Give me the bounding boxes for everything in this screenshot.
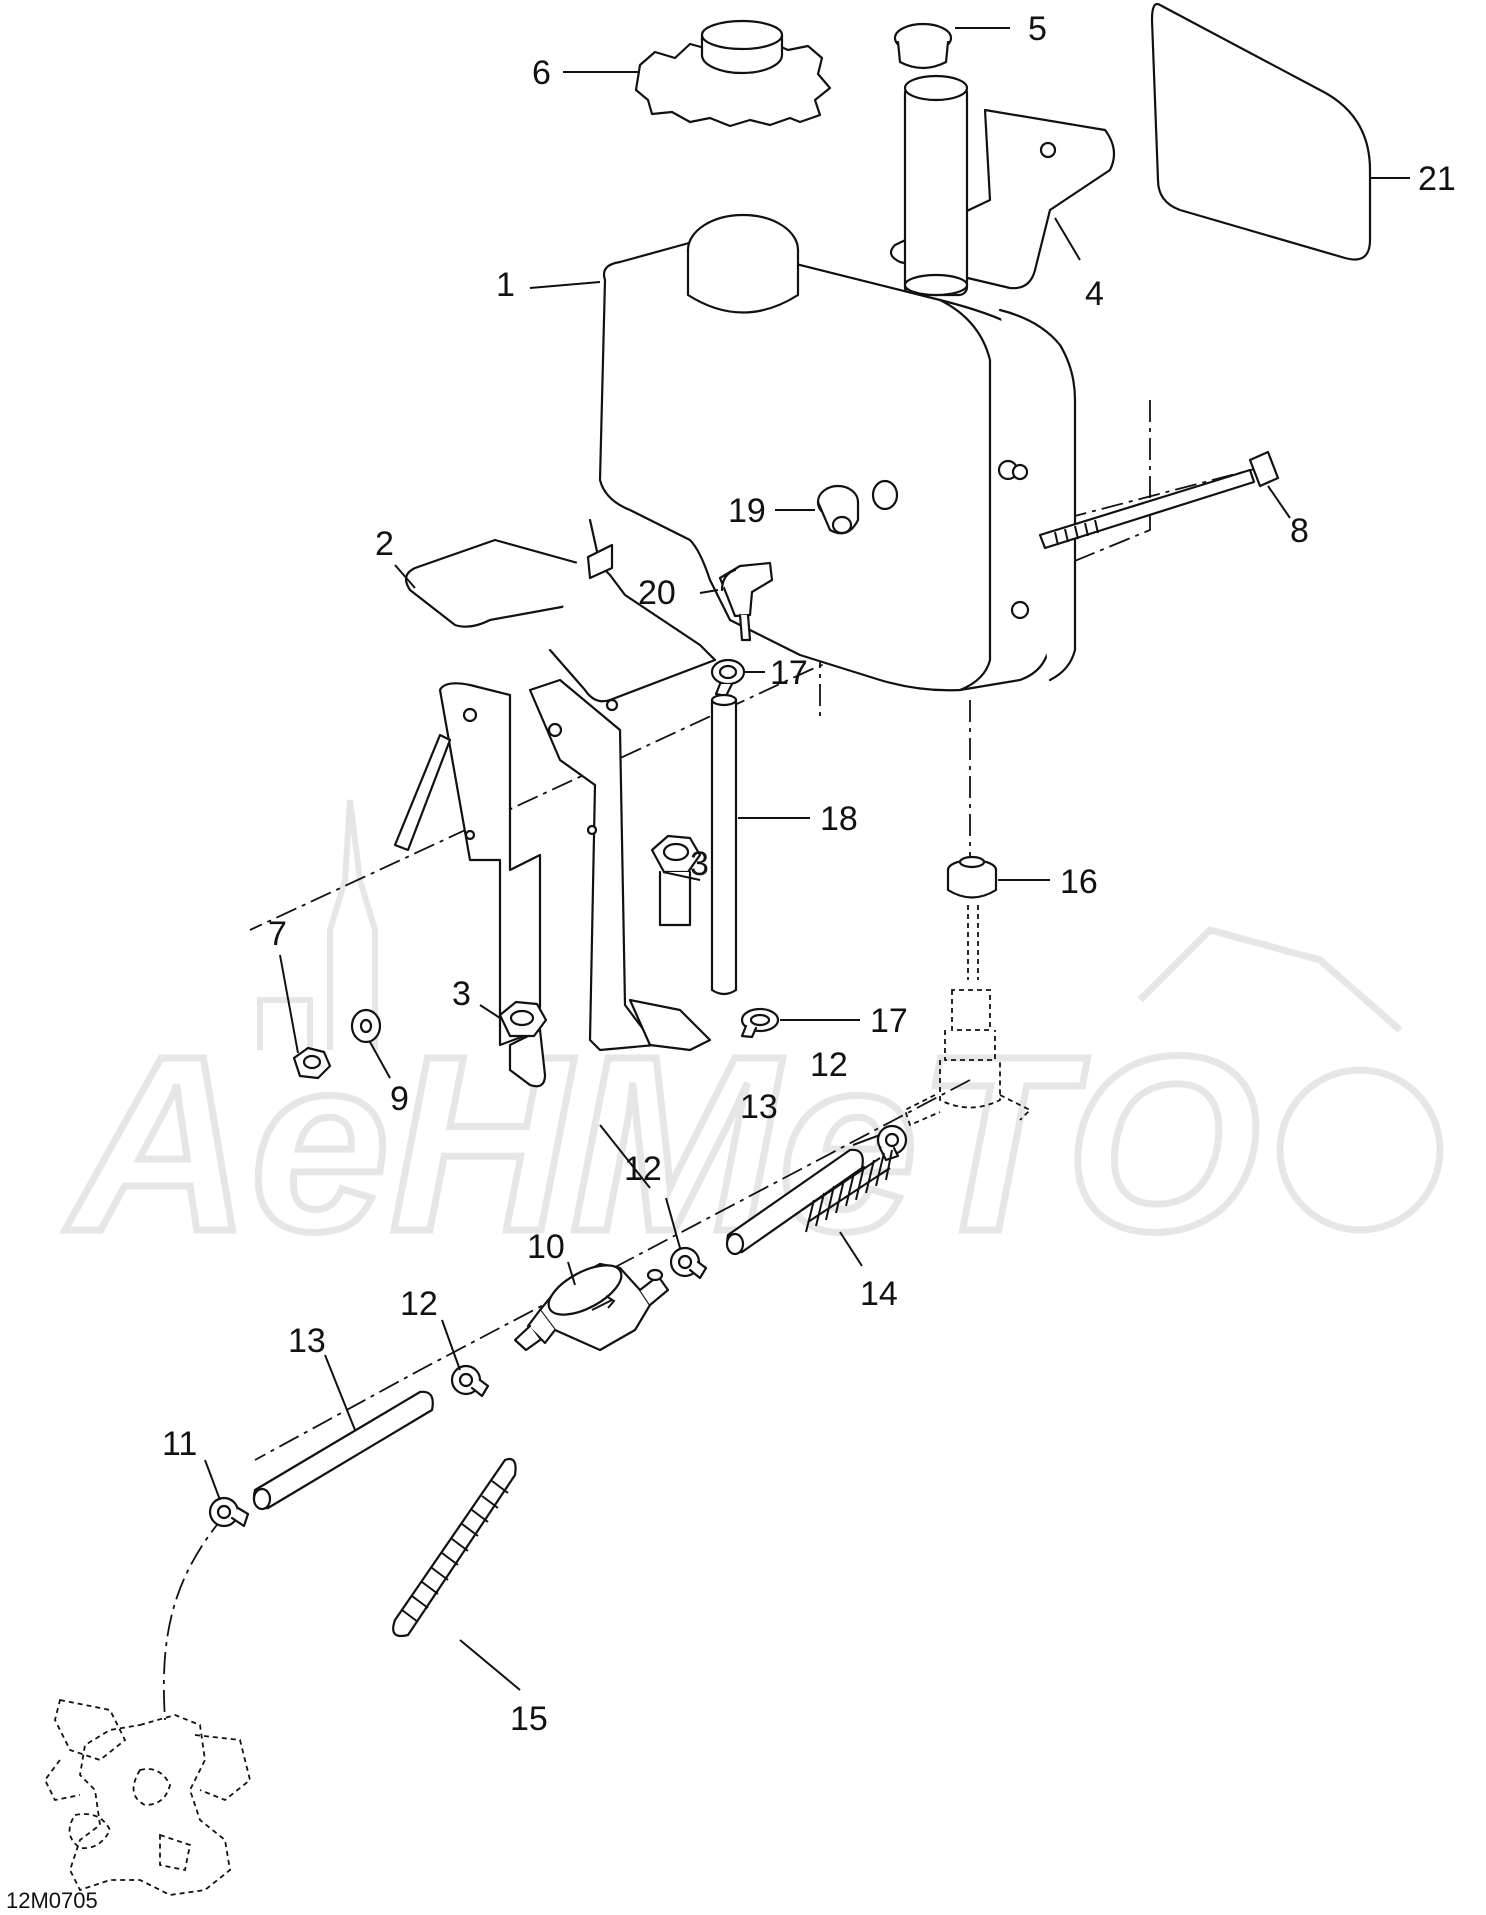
callout-9: 9 xyxy=(390,1080,409,1118)
callout-16: 16 xyxy=(1060,863,1098,901)
hose-clamp-11 xyxy=(208,1496,250,1528)
nut-upper xyxy=(650,834,702,927)
callouts: 1 2 3 3 4 5 6 7 8 9 10 11 12 12 12 13 13… xyxy=(162,10,1456,1738)
spring-sleeve xyxy=(392,1457,517,1638)
hose-clamp-12-c xyxy=(450,1364,490,1398)
callout-3-upper: 3 xyxy=(690,845,709,883)
bolt xyxy=(1038,450,1280,550)
callout-19: 19 xyxy=(728,492,766,530)
nut-lower xyxy=(498,1000,548,1038)
fuel-line-lower xyxy=(252,1390,434,1511)
fuel-filter xyxy=(513,1262,670,1352)
spring-upper xyxy=(801,1149,893,1233)
washer xyxy=(350,1008,382,1044)
callout-17-lower: 17 xyxy=(870,1002,908,1040)
cap-plug xyxy=(893,22,953,70)
leader-lines xyxy=(204,27,1410,1691)
grommet xyxy=(816,484,860,535)
drawing-code: 12M0705 xyxy=(6,1888,98,1913)
callout-3-lower: 3 xyxy=(452,975,471,1013)
callout-18: 18 xyxy=(820,800,858,838)
elbow-fitting xyxy=(718,561,774,642)
callout-2: 2 xyxy=(375,525,394,563)
callout-1: 1 xyxy=(496,266,515,304)
callout-12-c: 12 xyxy=(400,1285,438,1323)
callout-13-lower: 13 xyxy=(288,1322,326,1360)
callout-4: 4 xyxy=(1085,275,1104,313)
callout-8: 8 xyxy=(1290,512,1309,550)
decal-panel xyxy=(1150,2,1372,261)
watermark-tower xyxy=(327,799,378,1050)
callout-15: 15 xyxy=(510,1700,548,1738)
vent-hose xyxy=(710,693,738,996)
hose-clamp-12-b xyxy=(669,1246,708,1280)
nut-small xyxy=(292,1046,332,1080)
callout-5: 5 xyxy=(1028,10,1047,48)
callout-17-upper: 17 xyxy=(770,654,808,692)
callout-12-b: 12 xyxy=(624,1150,662,1188)
hose-clamp-upper xyxy=(710,658,746,698)
callout-14: 14 xyxy=(860,1275,898,1313)
fuel-tap xyxy=(903,905,1032,1127)
callout-10: 10 xyxy=(527,1228,565,1266)
callout-7: 7 xyxy=(268,915,287,953)
hose-clamp-lower xyxy=(740,1007,780,1039)
callout-11: 11 xyxy=(162,1425,197,1463)
callout-21: 21 xyxy=(1418,160,1456,198)
watermark: AeHMeTO xyxy=(61,799,1444,1287)
callout-20: 20 xyxy=(638,574,676,612)
watermark-motorcycle-wheel xyxy=(1276,1066,1444,1234)
fuel-cap xyxy=(634,19,832,128)
filler-neck-bracket xyxy=(889,74,1116,297)
fuel-line-upper xyxy=(725,1148,864,1256)
tank xyxy=(598,213,1077,692)
carburetor-outline xyxy=(43,1698,252,1896)
watermark-building xyxy=(257,997,313,1050)
callout-13-upper: 13 xyxy=(740,1088,778,1126)
watermark-motorcycle-frame xyxy=(1137,926,1403,1033)
mounting-bracket xyxy=(393,518,717,1088)
outlet-grommet xyxy=(946,855,998,899)
callout-6: 6 xyxy=(532,54,551,92)
callout-12-a: 12 xyxy=(810,1046,848,1084)
